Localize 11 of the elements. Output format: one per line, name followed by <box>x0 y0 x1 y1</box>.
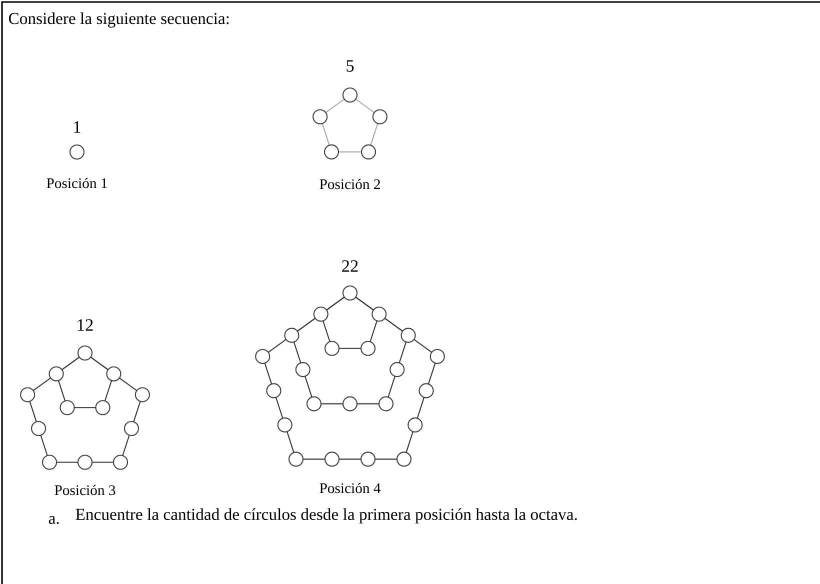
list-marker: a. <box>48 516 59 524</box>
instruction-text: Considere la siguiente secuencia: <box>8 12 229 28</box>
position-label: Posición 2 <box>320 178 380 190</box>
count-label: 5 <box>346 60 354 72</box>
position-label: Posición 1 <box>46 178 107 188</box>
count-label: 22 <box>342 260 358 272</box>
position-label: Posición 3 <box>54 484 116 496</box>
question-text: Encuentre la cantidad de círculos desde la primera posición hasta la octava. <box>76 508 577 524</box>
count-label: 12 <box>78 319 93 331</box>
count-label: 1 <box>74 121 80 133</box>
position-label: Posición 4 <box>320 482 381 494</box>
